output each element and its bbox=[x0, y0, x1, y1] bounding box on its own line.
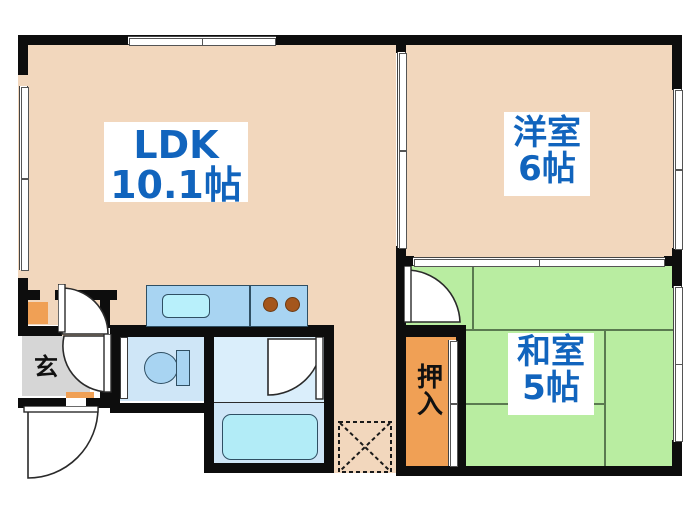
closet-label-line2: 入 bbox=[416, 389, 443, 420]
shoe-box bbox=[22, 302, 48, 324]
ldk-west-window[interactable] bbox=[19, 86, 29, 271]
western-japanese-fusuma[interactable] bbox=[413, 257, 665, 267]
bathtub bbox=[222, 414, 318, 460]
interior-wall-closet-top bbox=[396, 325, 466, 337]
ldk-hall-door[interactable] bbox=[57, 283, 112, 336]
japanese-room-east-window[interactable] bbox=[673, 286, 683, 442]
bath-door[interactable] bbox=[266, 336, 324, 401]
room-label-western-name: 洋室 bbox=[513, 113, 581, 153]
interior-wall-closet-bottom bbox=[396, 466, 466, 476]
stove-burner-right bbox=[285, 297, 300, 312]
interior-wall-genkan-sep bbox=[18, 326, 62, 336]
interior-wall-hall-north bbox=[134, 325, 334, 337]
genkan-hall-door[interactable] bbox=[58, 333, 112, 396]
toilet-bowl bbox=[144, 352, 178, 384]
interior-wall-closet-right bbox=[456, 325, 466, 475]
interior-wall-genkan-south bbox=[18, 398, 66, 408]
interior-wall-japanese-west bbox=[396, 256, 406, 332]
room-label-western-size: 6帖 bbox=[518, 148, 576, 189]
interior-wall-ldk-west-room-top bbox=[396, 35, 406, 53]
entrance-label: 玄 bbox=[34, 353, 58, 381]
room-label-ldk-size: 10.1帖 bbox=[110, 162, 242, 207]
exterior-wall-north-west-room bbox=[396, 35, 682, 45]
room-label-japanese-name: 和室 bbox=[517, 332, 585, 372]
toilet-door[interactable] bbox=[120, 337, 128, 399]
exterior-wall-south-japanese bbox=[396, 466, 682, 476]
tatami-joint bbox=[604, 329, 606, 474]
exterior-wall-east-upper bbox=[672, 35, 682, 90]
interior-wall-toilet-south bbox=[110, 403, 210, 413]
interior-line-washroom-bath bbox=[214, 402, 324, 403]
toilet-tank bbox=[176, 350, 190, 386]
ldk-western-room-partition[interactable] bbox=[397, 52, 407, 249]
exterior-wall-west bbox=[18, 35, 28, 75]
tatami-joint bbox=[460, 329, 682, 331]
exterior-wall-east-lower bbox=[672, 440, 682, 474]
closet-fusuma[interactable] bbox=[448, 340, 458, 467]
entrance-door[interactable] bbox=[22, 405, 100, 484]
interior-wall-toilet-east bbox=[204, 325, 214, 473]
washing-machine-space bbox=[338, 421, 392, 473]
room-label-japanese-size: 5帖 bbox=[522, 367, 580, 408]
room-label-japanese: 和室 5帖 bbox=[508, 333, 594, 415]
kitchen-sink-bowl bbox=[162, 294, 210, 318]
closet-oshiire bbox=[404, 337, 456, 469]
exterior-wall-east-mid bbox=[672, 248, 682, 288]
interior-wall-west-japanese-right bbox=[664, 256, 682, 266]
exterior-wall-south-bath bbox=[206, 463, 334, 473]
room-label-ldk-name: LDK bbox=[133, 123, 219, 167]
western-room-east-window[interactable] bbox=[673, 89, 683, 250]
japanese-room-hall-door[interactable] bbox=[403, 265, 466, 324]
interior-wall-toilet-west bbox=[110, 325, 120, 413]
tatami-joint bbox=[472, 264, 474, 329]
room-label-ldk: LDK 10.1帖 bbox=[104, 122, 248, 205]
closet-label-line1: 押 bbox=[416, 363, 443, 393]
interior-wall-closet-left bbox=[396, 325, 406, 475]
interior-wall-genkan-east2 bbox=[100, 385, 110, 405]
interior-wall-genkan-east bbox=[100, 300, 110, 328]
exterior-wall-west-lower bbox=[18, 278, 28, 332]
closet-label: 押 入 bbox=[410, 365, 450, 439]
ldk-north-window[interactable] bbox=[128, 36, 276, 46]
interior-wall-bath-east bbox=[324, 325, 334, 473]
room-label-western: 洋室 6帖 bbox=[504, 112, 590, 196]
interior-wall-kitchen-counter-base bbox=[118, 325, 134, 337]
interior-wall-genkan-north bbox=[18, 290, 40, 300]
genkan-threshold bbox=[66, 392, 94, 398]
stove-burner-left bbox=[263, 297, 278, 312]
